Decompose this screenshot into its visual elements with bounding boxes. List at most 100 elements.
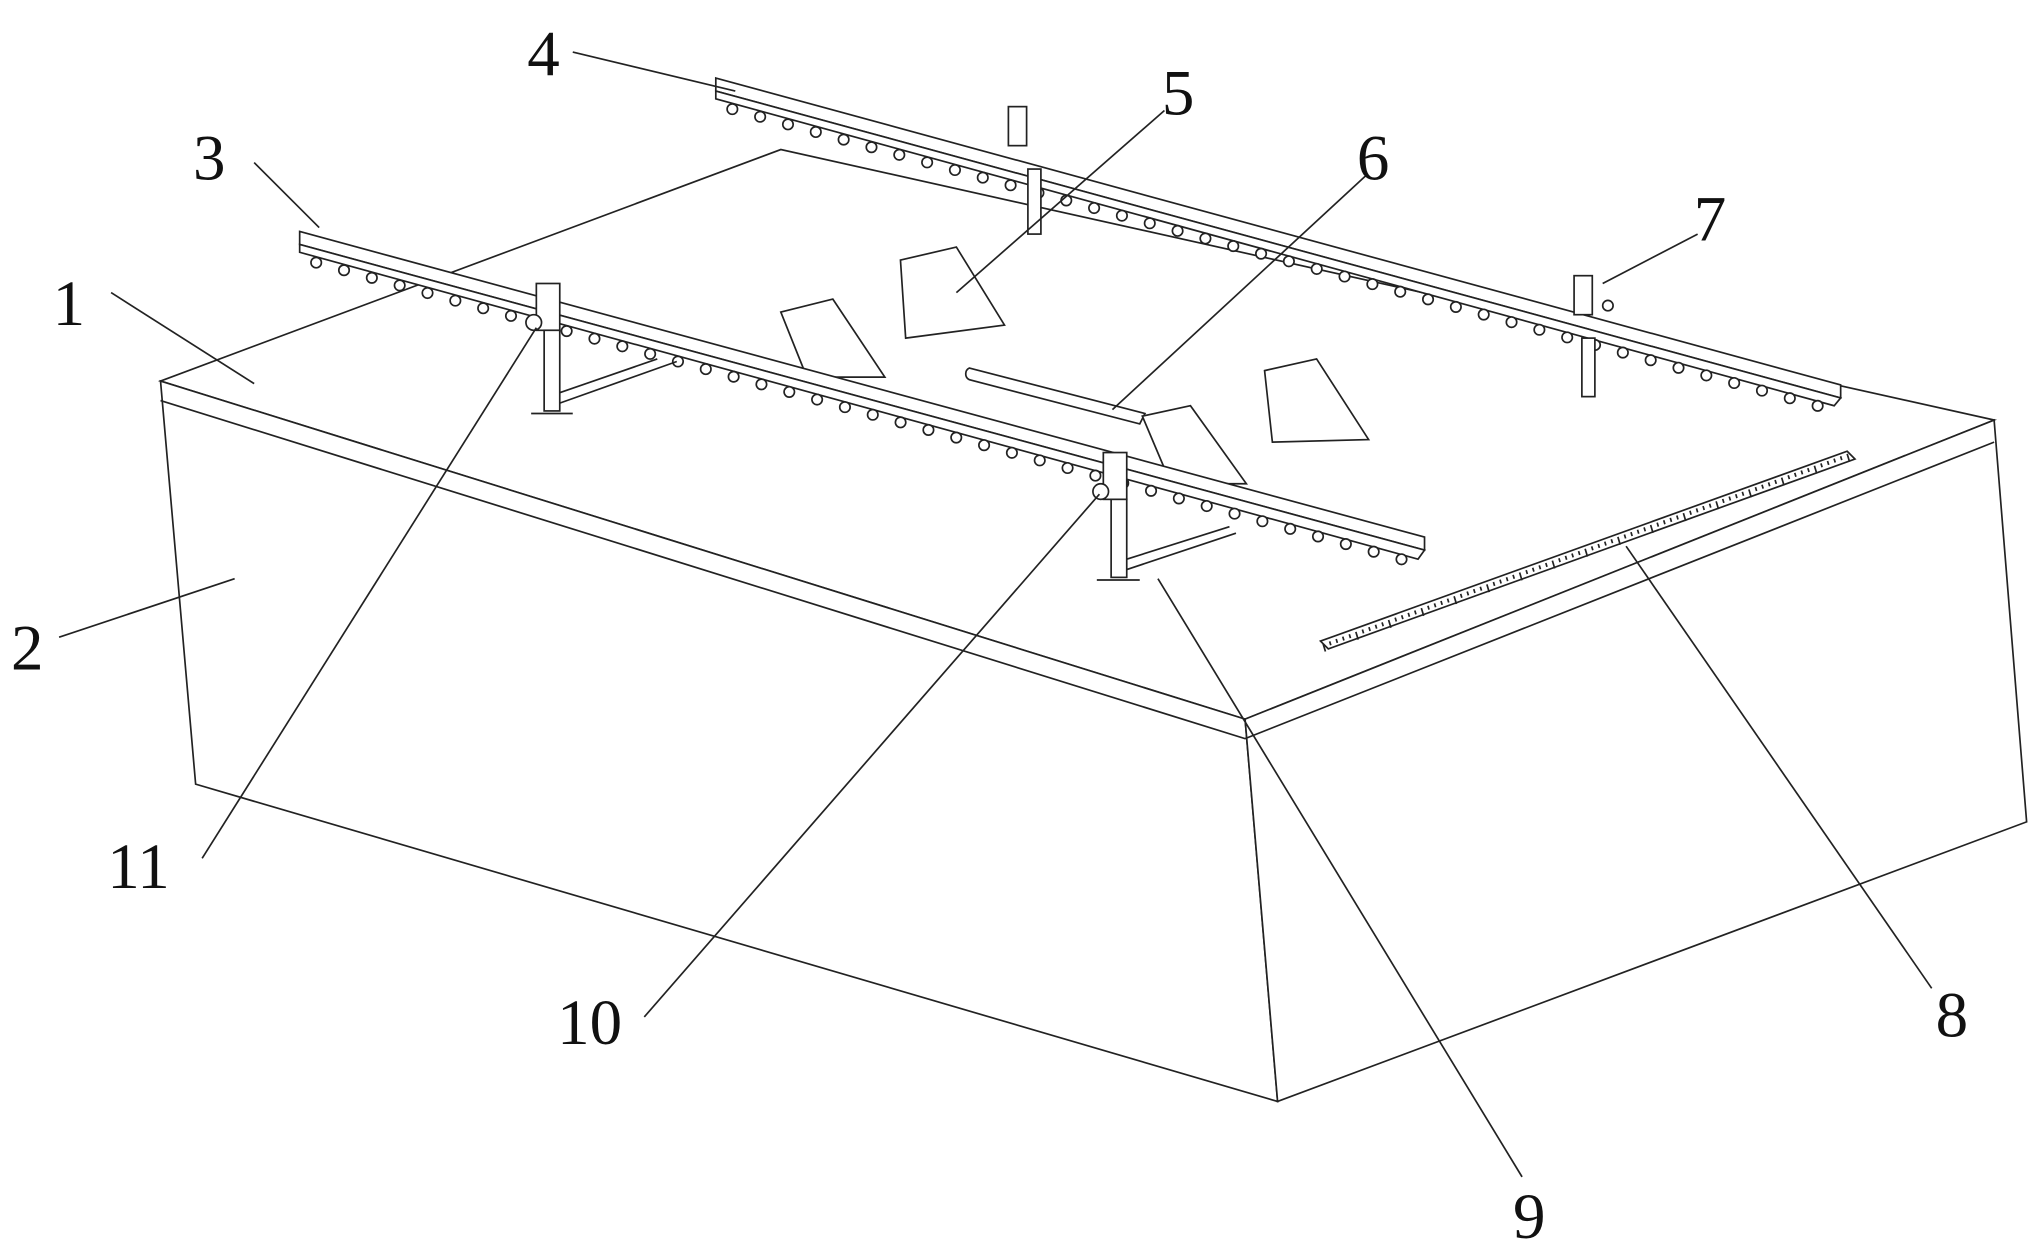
roller bbox=[1534, 325, 1544, 335]
scale-tick bbox=[1579, 551, 1580, 555]
scale-tick bbox=[1729, 497, 1730, 501]
roller bbox=[1313, 531, 1323, 541]
roller bbox=[1284, 256, 1294, 266]
scale-tick bbox=[1755, 487, 1756, 491]
roller bbox=[895, 417, 905, 427]
roller bbox=[1090, 470, 1100, 480]
scale-tick bbox=[1624, 535, 1625, 539]
roller bbox=[1229, 508, 1239, 518]
scale-tick bbox=[1349, 634, 1350, 638]
scale-tick bbox=[1500, 580, 1501, 584]
scale-tick bbox=[1376, 625, 1377, 629]
roller bbox=[506, 311, 516, 321]
roller bbox=[1451, 302, 1461, 312]
scale-tick bbox=[1565, 556, 1566, 560]
roller bbox=[701, 364, 711, 374]
roller bbox=[1256, 248, 1266, 258]
roller bbox=[589, 333, 599, 343]
scale-tick bbox=[1670, 518, 1671, 522]
roller bbox=[755, 112, 765, 122]
scale-tick bbox=[1448, 599, 1449, 603]
roller bbox=[951, 432, 961, 442]
roller bbox=[868, 410, 878, 420]
roller bbox=[728, 371, 738, 381]
roller bbox=[1257, 516, 1267, 526]
roller bbox=[450, 295, 460, 305]
label-10: 10 bbox=[557, 987, 622, 1059]
scale-tick bbox=[1507, 577, 1508, 581]
scale-tick bbox=[1834, 459, 1835, 463]
scale-tick bbox=[1736, 494, 1737, 498]
scale-tick bbox=[1572, 554, 1573, 558]
roller bbox=[394, 280, 404, 290]
scale-tick bbox=[1480, 587, 1481, 591]
roller bbox=[478, 303, 488, 313]
scale-tick bbox=[1742, 492, 1743, 496]
roller bbox=[756, 379, 766, 389]
label-2: 2 bbox=[11, 613, 44, 685]
scale-tick bbox=[1467, 591, 1468, 595]
roller bbox=[1200, 233, 1210, 243]
roller bbox=[561, 326, 571, 336]
scale-tick bbox=[1690, 511, 1691, 515]
roller bbox=[1618, 347, 1628, 357]
label-5: 5 bbox=[1162, 57, 1195, 129]
label-8: 8 bbox=[1936, 979, 1969, 1051]
roller bbox=[1089, 203, 1099, 213]
roller bbox=[1506, 317, 1516, 327]
roller bbox=[1117, 210, 1127, 220]
roller bbox=[979, 440, 989, 450]
scale-tick bbox=[1402, 615, 1403, 619]
roller bbox=[1339, 271, 1349, 281]
roller bbox=[367, 273, 377, 283]
roller bbox=[727, 104, 737, 114]
scale-tick bbox=[1369, 627, 1370, 631]
roller bbox=[1202, 501, 1212, 511]
roller bbox=[1645, 355, 1655, 365]
scale-tick bbox=[1710, 504, 1711, 508]
roller bbox=[922, 157, 932, 167]
scale-tick bbox=[1408, 613, 1409, 617]
roller bbox=[1368, 546, 1378, 556]
roller bbox=[1312, 264, 1322, 274]
scale-tick bbox=[1801, 470, 1802, 474]
roller bbox=[1395, 287, 1405, 297]
scale-tick bbox=[1441, 601, 1442, 605]
roller bbox=[784, 387, 794, 397]
scale-tick bbox=[1723, 499, 1724, 503]
roller bbox=[1035, 455, 1045, 465]
roller bbox=[923, 425, 933, 435]
roller bbox=[1478, 309, 1488, 319]
scale-tick bbox=[1330, 641, 1331, 645]
scale-tick bbox=[1703, 506, 1704, 510]
roller bbox=[1172, 226, 1182, 236]
roller bbox=[673, 356, 683, 366]
scale-tick bbox=[1788, 475, 1789, 479]
scale-tick bbox=[1644, 527, 1645, 531]
roller bbox=[1785, 393, 1795, 403]
scale-tick bbox=[1474, 589, 1475, 593]
label-1: 1 bbox=[53, 268, 86, 340]
scale-tick bbox=[1828, 461, 1829, 465]
roller bbox=[783, 119, 793, 129]
label-7: 7 bbox=[1694, 184, 1727, 256]
roller bbox=[1007, 448, 1017, 458]
roller bbox=[812, 394, 822, 404]
roller bbox=[1228, 241, 1238, 251]
scale-tick bbox=[1696, 508, 1697, 512]
roller bbox=[1673, 363, 1683, 373]
roller bbox=[1005, 180, 1015, 190]
roller bbox=[950, 165, 960, 175]
roller bbox=[1146, 486, 1156, 496]
scale-tick bbox=[1343, 637, 1344, 641]
scale-tick bbox=[1841, 456, 1842, 460]
scale-tick bbox=[1769, 482, 1770, 486]
scale-tick bbox=[1428, 606, 1429, 610]
roller bbox=[422, 288, 432, 298]
roller bbox=[1341, 539, 1351, 549]
roller bbox=[894, 150, 904, 160]
roller bbox=[617, 341, 627, 351]
roller bbox=[645, 349, 655, 359]
scale-tick bbox=[1664, 520, 1665, 524]
